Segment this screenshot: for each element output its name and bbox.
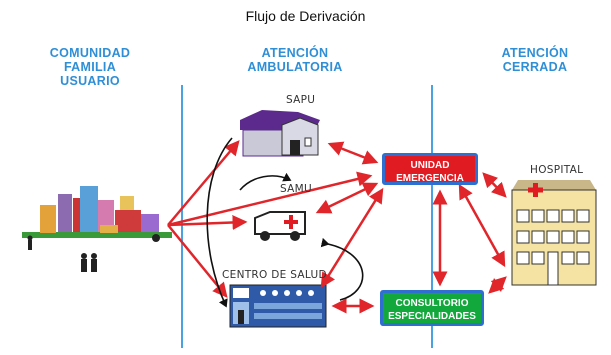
internal-flow-arrows [206,137,364,308]
community-city-icon [22,186,172,272]
health-center-icon [229,284,327,328]
sapu-building-icon [240,110,320,157]
box-text-line: EMERGENCIA [396,173,464,184]
diagram-title: Flujo de Derivación [245,8,366,24]
column-heading-line: FAMILIA [63,60,117,74]
column-heading-line: CERRADA [502,60,568,74]
box-text-line: UNIDAD [410,160,450,171]
box-text-line: CONSULTORIO [395,298,469,309]
column-heading-ambulatory: ATENCIÓN AMBULATORIA [220,46,370,74]
hospital-building-icon [511,180,597,286]
column-heading-community: COMUNIDAD FAMILIA USUARIO [20,46,160,88]
box-text-line: ESPECIALIDADES [388,311,476,322]
column-heading-closed-care: ATENCIÓN CERRADA [470,46,600,74]
column-heading-line: COMUNIDAD [49,46,131,60]
label-hospital: HOSPITAL [530,164,584,176]
unidad-emergencia-box: UNIDAD EMERGENCIA [382,153,478,185]
label-samu: SAMU [280,183,312,195]
column-heading-line: ATENCIÓN [501,46,569,60]
column-heading-line: ATENCIÓN [261,46,329,60]
column-heading-line: AMBULATORIA [247,60,343,74]
connector-arrows [315,141,507,314]
label-centro-salud: CENTRO DE SALUD [222,269,327,281]
ambulance-icon [254,211,306,241]
consultorio-especialidades-box: CONSULTORIO ESPECIALIDADES [380,290,484,326]
column-heading-line: USUARIO [60,74,120,88]
label-sapu: SAPU [286,94,316,106]
